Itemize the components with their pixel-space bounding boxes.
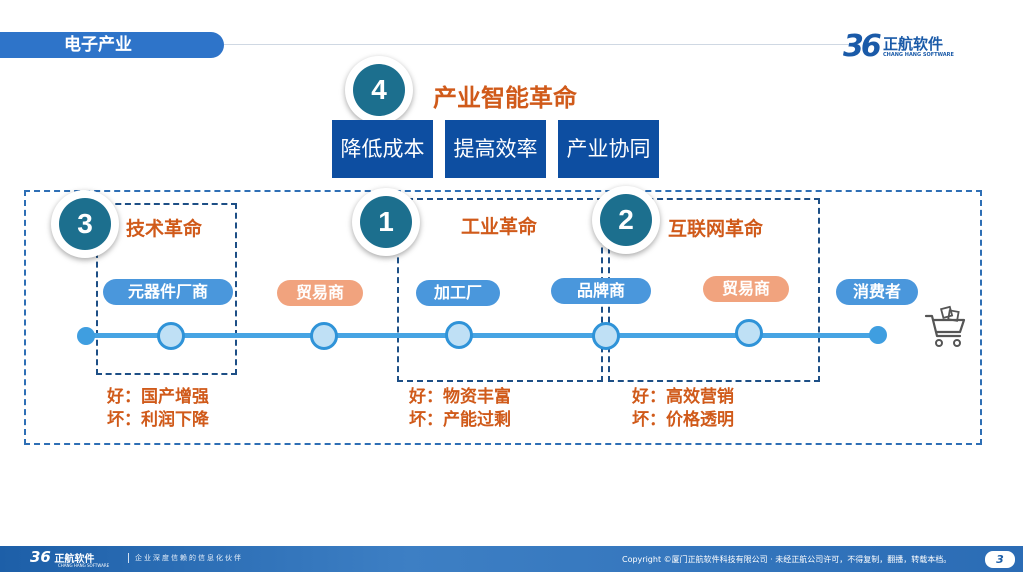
revolution-1-title: 工业革命	[461, 216, 538, 238]
value-chain-frame	[24, 190, 982, 445]
chain-trader-1: 贸易商	[277, 280, 363, 306]
section-title: 电子产业	[0, 32, 224, 58]
chain-components-maker: 元器件厂商	[103, 279, 233, 305]
revolution-2-badge: 2	[592, 186, 660, 254]
revolution-2-good: 好：高效营销	[632, 387, 734, 407]
chain-factory: 加工厂	[416, 280, 500, 306]
chain-trader-2: 贸易商	[703, 276, 789, 302]
revolution-3-bad: 坏：利润下降	[107, 410, 209, 430]
revolution-3-badge: 3	[51, 190, 119, 258]
timeline-node	[445, 321, 473, 349]
timeline-node	[735, 319, 763, 347]
tech-revolution-frame	[96, 203, 237, 375]
revolution-2-bad: 坏：价格透明	[632, 410, 734, 430]
revolution-3-title: 技术革命	[126, 218, 203, 240]
logo-subtitle: CHANG HANG SOFTWARE	[883, 52, 954, 58]
chain-brand: 品牌商	[551, 278, 651, 304]
footer-slogan: 企业深度信赖的信息化伙伴	[128, 553, 243, 563]
footer-copyright: Copyright ©厦门正航软件科技有限公司 · 未经正航公司许可，不得复制，…	[622, 555, 952, 564]
logo-name: 正航软件	[883, 35, 944, 53]
footer-logo: 36 正航软件 CHANG HANG SOFTWARE	[30, 548, 109, 568]
benefit-box-efficiency: 提高效率	[445, 120, 546, 178]
value-chain-timeline	[86, 333, 878, 338]
header-divider	[224, 44, 850, 45]
benefit-box-collaboration: 产业协同	[558, 120, 659, 178]
benefit-box-reduce-cost: 降低成本	[332, 120, 433, 178]
revolution-3-good: 好：国产增强	[107, 387, 209, 407]
footer-logo-number: 36	[30, 548, 51, 566]
page-number: 3	[985, 551, 1015, 568]
logo-number: 36	[843, 29, 882, 64]
revolution-4-badge: 4	[345, 56, 413, 124]
revolution-1-bad: 坏：产能过剩	[409, 410, 511, 430]
timeline-node	[592, 322, 620, 350]
revolution-4-title: 产业智能革命	[433, 84, 577, 112]
revolution-1-good: 好：物资丰富	[409, 387, 511, 407]
timeline-node	[157, 322, 185, 350]
chain-consumer: 消费者	[836, 279, 918, 305]
shopping-cart-icon	[924, 305, 966, 347]
revolution-1-badge: 1	[352, 188, 420, 256]
company-logo: 36 正航软件 CHANG HANG SOFTWARE	[843, 29, 983, 69]
footer-logo-subtitle: CHANG HANG SOFTWARE	[58, 563, 110, 568]
revolution-2-title: 互联网革命	[668, 218, 764, 240]
timeline-end-dot	[869, 326, 887, 344]
footer-bar	[0, 546, 1023, 572]
footer-logo-name: 正航软件	[54, 554, 95, 565]
timeline-node	[310, 322, 338, 350]
timeline-start-dot	[77, 327, 95, 345]
